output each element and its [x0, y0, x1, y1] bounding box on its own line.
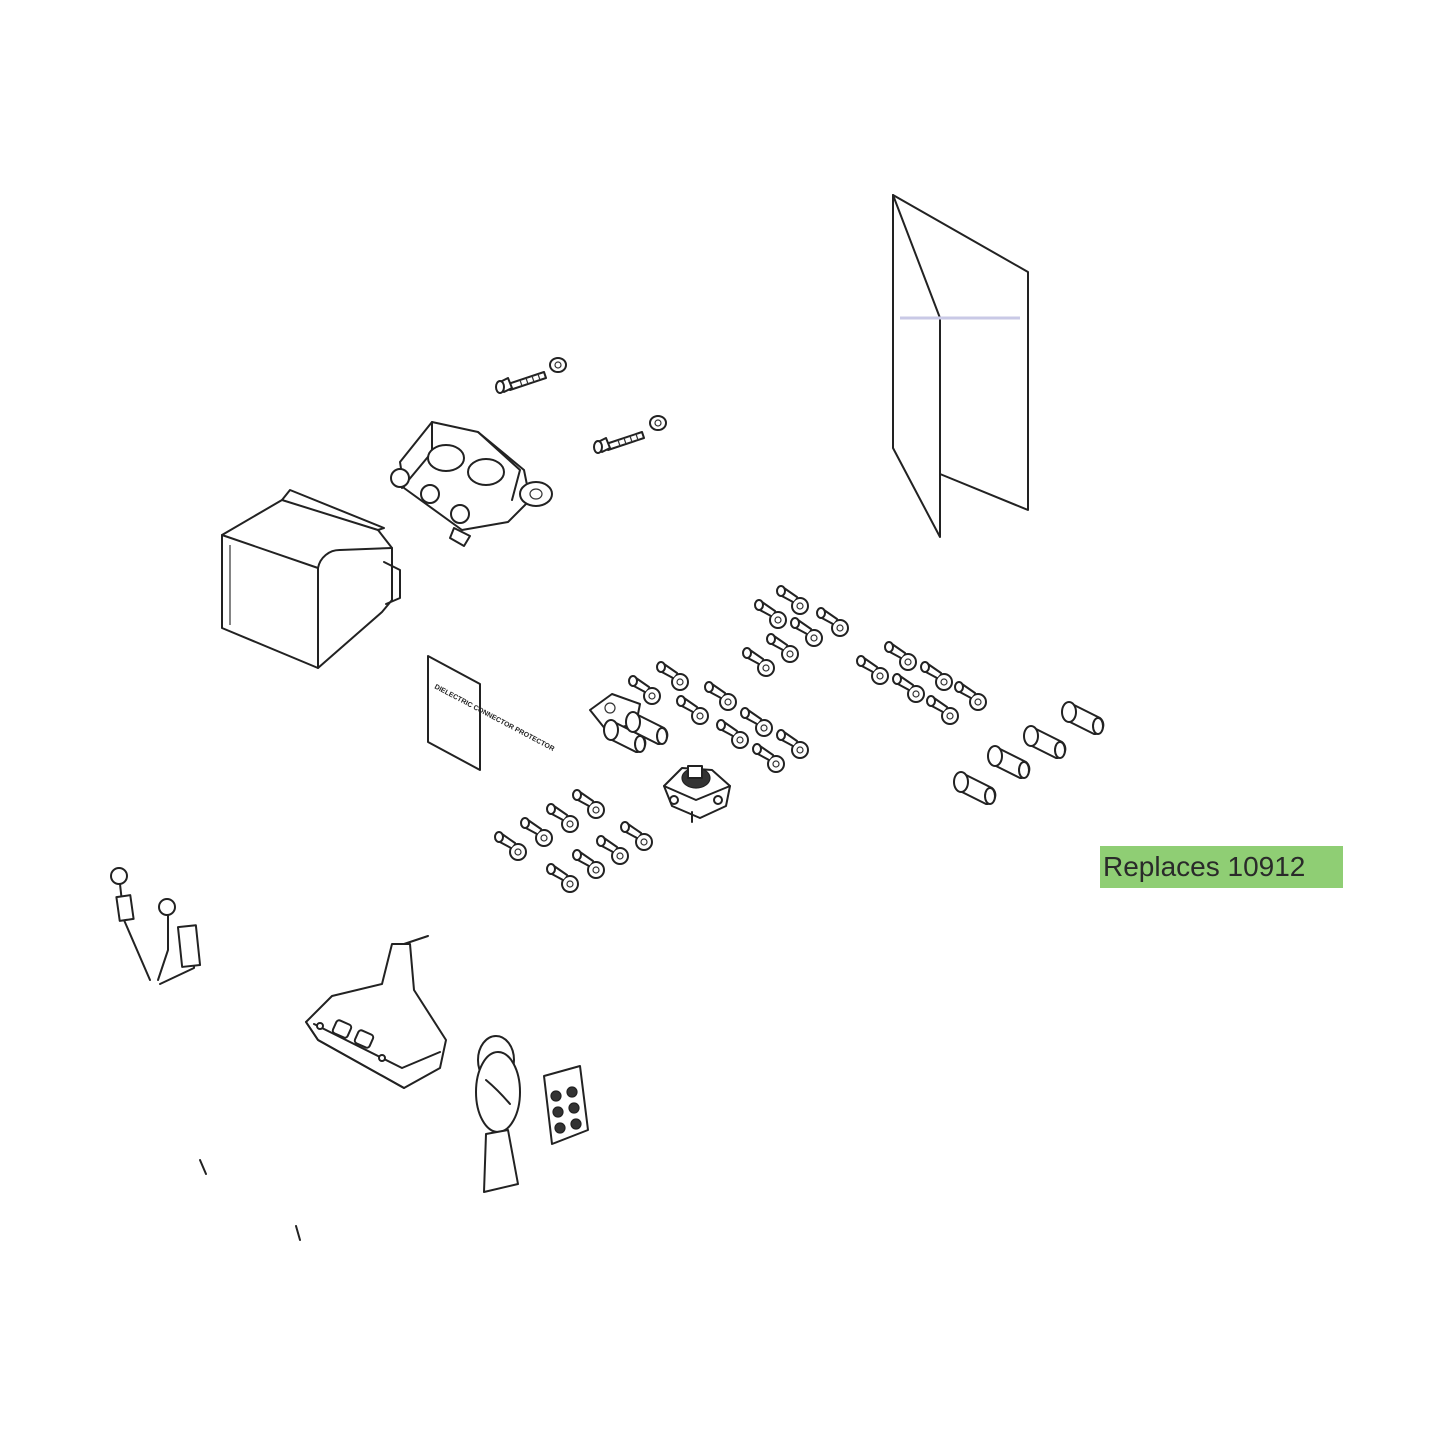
ring-terminal-icon: [704, 681, 737, 711]
ring-terminal-icon: [754, 599, 787, 629]
ring-terminal-icon: [856, 655, 889, 685]
ring-terminal-icon: [954, 681, 987, 711]
ring-terminal-icon: [620, 821, 653, 851]
ring-terminal-icon: [752, 743, 785, 773]
ring-terminal-icon: [676, 695, 709, 725]
ring-terminal-group-upper: [742, 585, 849, 677]
ring-terminal-icon: [520, 817, 553, 847]
solenoid-icon: [390, 421, 553, 547]
ring-terminal-icon: [816, 607, 849, 637]
ring-terminal-icon: [596, 835, 629, 865]
ring-terminal-icon: [740, 707, 773, 737]
battery-box-icon: [221, 489, 401, 669]
connector-icon: [953, 771, 997, 806]
ring-terminal-icon: [776, 729, 809, 759]
connector-icon: [987, 745, 1031, 780]
ring-terminal-group-middle: [628, 661, 809, 773]
ring-terminal-icon: [656, 661, 689, 691]
ring-terminal-icon: [884, 641, 917, 671]
nut-icon: [649, 415, 667, 431]
ring-terminal-icon: [926, 695, 959, 725]
booklet-icon: DIELECTRIC CONNECTOR PROTECTOR: [427, 655, 555, 771]
ring-terminal-icon: [546, 863, 579, 893]
ring-terminal-icon: [572, 849, 605, 879]
connector-icon: [589, 693, 669, 754]
ring-terminal-group-right: [856, 641, 987, 725]
bolt-icon: [593, 431, 645, 454]
ring-terminal-icon: [776, 585, 809, 615]
ring-terminal-group-lower: [494, 789, 653, 893]
ring-terminal-icon: [920, 661, 953, 691]
key-fob-icon: [475, 1035, 521, 1193]
ring-terminal-icon: [494, 831, 527, 861]
control-switch-icon: [305, 935, 447, 1089]
breaker-icon: [663, 765, 731, 823]
ring-terminal-icon: [546, 803, 579, 833]
remote-keypad-icon: [543, 1065, 589, 1145]
connector-icon: [1023, 725, 1067, 760]
ring-terminal-icon: [716, 719, 749, 749]
nut-icon: [549, 357, 567, 373]
replaces-badge: Replaces 10912: [1100, 846, 1343, 888]
ring-terminal-icon: [766, 633, 799, 663]
ring-terminal-icon: [742, 647, 775, 677]
connector-icon: [1061, 701, 1105, 736]
ring-terminal-icon: [892, 673, 925, 703]
ring-terminal-icon: [628, 675, 661, 705]
wiring-harness-icon: [110, 867, 350, 1242]
bolt-icon: [495, 371, 547, 394]
ring-terminal-icon: [790, 617, 823, 647]
fold-sheet-icon: [892, 194, 1029, 538]
ring-terminal-icon: [572, 789, 605, 819]
